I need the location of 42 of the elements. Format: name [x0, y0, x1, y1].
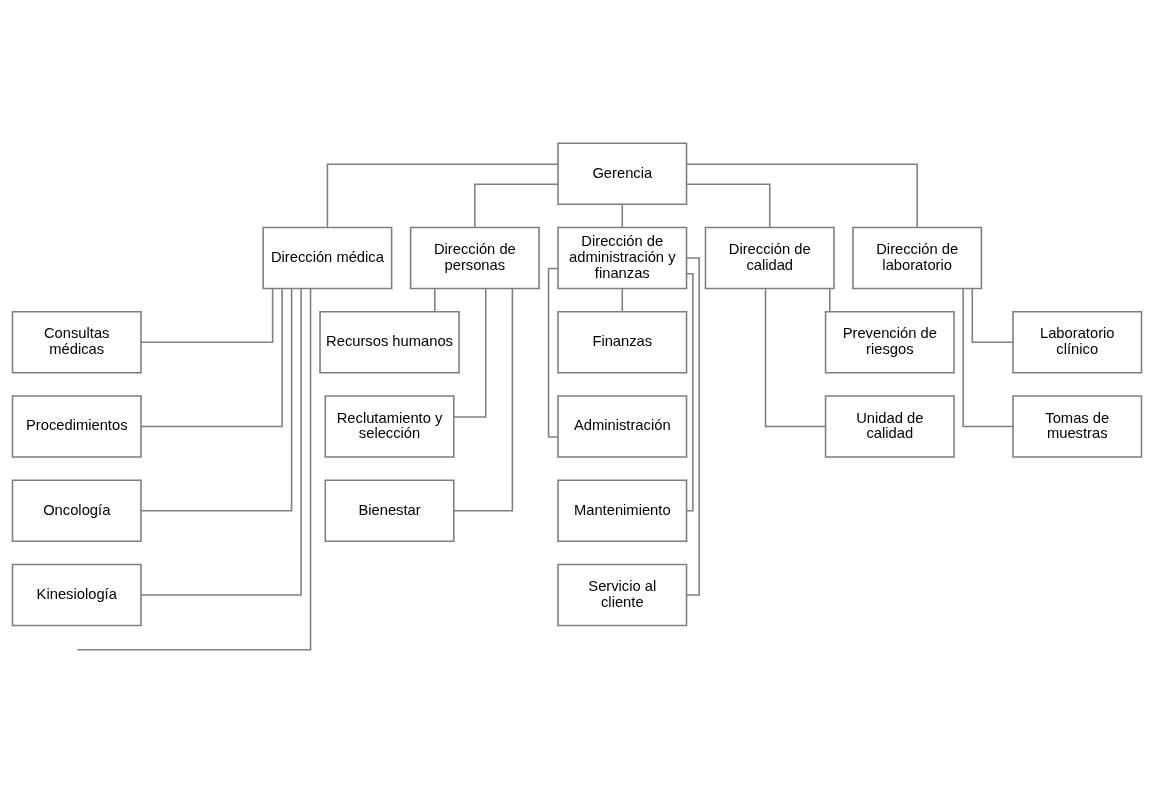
connector — [621, 203, 624, 229]
node-box: Mantenimiento — [557, 479, 688, 543]
connector — [140, 288, 283, 428]
connector — [962, 288, 1014, 428]
connector — [764, 288, 827, 428]
node-box: Laboratorio clínico — [1012, 310, 1143, 374]
connector — [685, 163, 918, 229]
connector — [828, 288, 831, 313]
node-box: Unidad de calidad — [824, 395, 955, 458]
node-box: Oncología — [11, 479, 142, 543]
connector — [686, 273, 694, 512]
connector — [686, 183, 771, 228]
node-box: Dirección de calidad — [704, 226, 835, 290]
node-box: Finanzas — [557, 310, 688, 374]
node-box: Dirección de personas — [409, 226, 540, 290]
node-box: Servicio al cliente — [557, 563, 688, 627]
node-box: Dirección de administración y finanzas — [557, 226, 688, 290]
node-box: Tomas de muestras — [1012, 395, 1143, 458]
node-box: Gerencia — [557, 142, 688, 206]
node-box: Recursos humanos — [319, 310, 460, 374]
connector — [547, 267, 559, 438]
node-box: Administración — [557, 395, 688, 458]
connector — [434, 288, 436, 313]
connector — [474, 183, 559, 228]
node-box: Consultas médicas — [11, 310, 142, 374]
connector — [140, 288, 302, 596]
node-box: Prevención de riesgos — [824, 310, 955, 374]
connector — [140, 288, 293, 512]
connector — [140, 288, 274, 344]
node-box: Bienestar — [324, 479, 455, 543]
node-box: Kinesiología — [11, 563, 142, 627]
node-box: Dirección médica — [262, 226, 393, 290]
node-box: Reclutamiento y selección — [324, 395, 455, 458]
connector — [621, 288, 624, 313]
node-box: Dirección de laboratorio — [852, 226, 983, 290]
node-box: Procedimientos — [11, 395, 142, 458]
connector — [326, 163, 559, 229]
connector — [971, 288, 1014, 344]
connector — [453, 287, 487, 418]
connector — [453, 288, 514, 512]
connector — [76, 287, 312, 651]
connector — [686, 257, 700, 596]
